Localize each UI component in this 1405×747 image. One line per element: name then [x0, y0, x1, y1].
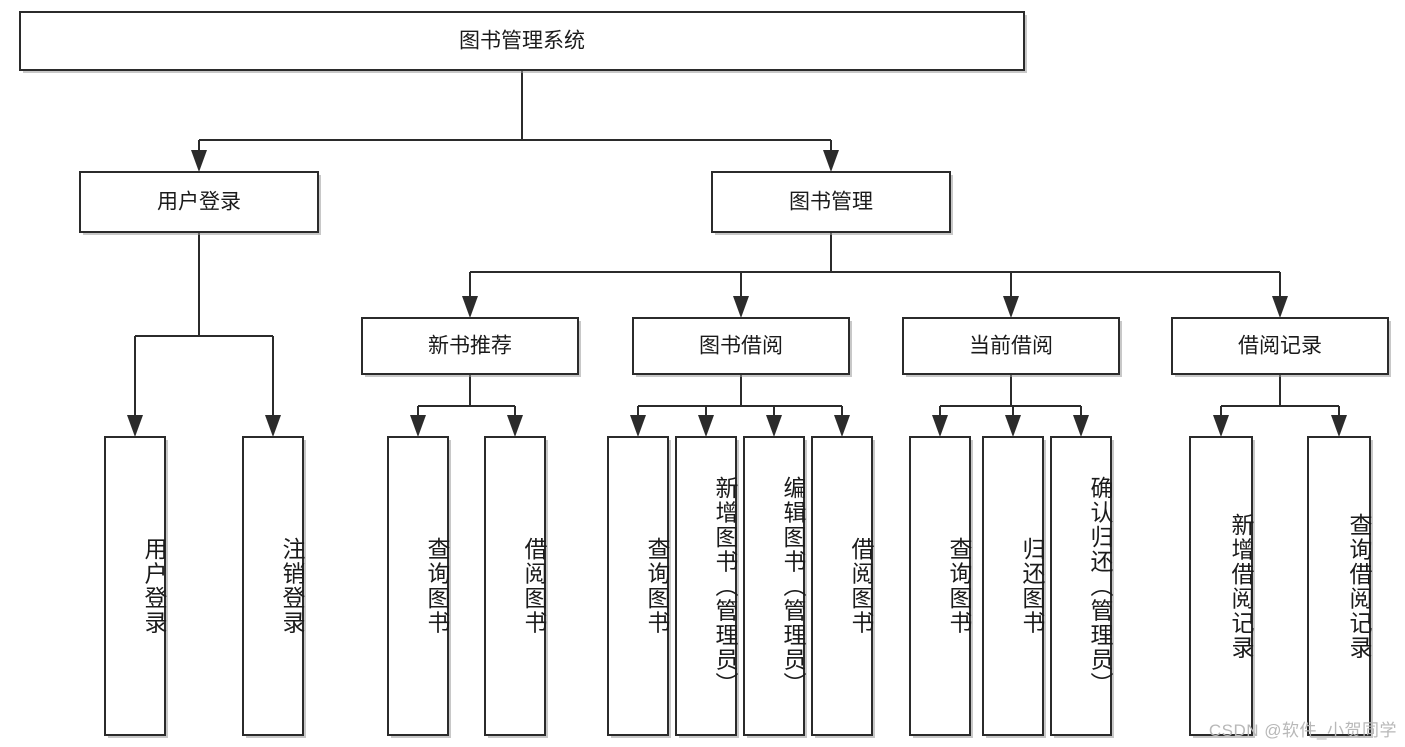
node-rect[interactable]: [908, 435, 972, 737]
node-box-layer: [18, 10, 1391, 738]
arrow-icon-bb-edit-book: [766, 415, 782, 437]
node-rect[interactable]: [241, 435, 305, 737]
arrow-icon-bb-query-book: [630, 415, 646, 437]
node-rect[interactable]: [78, 170, 320, 234]
node-rect[interactable]: [742, 435, 806, 737]
arrow-icon-new-book-recommend: [462, 296, 478, 318]
arrow-icon-br-query-record: [1331, 415, 1347, 437]
node-label-borrow-record: 借阅记录: [1238, 335, 1322, 358]
arrow-icon-user-logout: [265, 415, 281, 437]
node-box-user-login-do[interactable]: [103, 435, 168, 738]
arrow-icon-book-borrow: [733, 296, 749, 318]
arrow-icon-bb-add-book: [698, 415, 714, 437]
node-rect[interactable]: [103, 435, 167, 737]
node-rect[interactable]: [18, 10, 1026, 72]
node-rect[interactable]: [1188, 435, 1254, 737]
node-label-user-login: 用户登录: [157, 191, 241, 214]
node-label-new-book-recommend: 新书推荐: [428, 335, 512, 358]
node-box-cb-confirm-return[interactable]: [1049, 435, 1114, 738]
node-box-user-login[interactable]: [78, 170, 321, 235]
arrow-icon-user-login-do: [127, 415, 143, 437]
node-label-book-manage: 图书管理: [789, 191, 873, 214]
node-rect[interactable]: [606, 435, 670, 737]
node-box-nbr-borrow-book[interactable]: [483, 435, 548, 738]
node-rect[interactable]: [483, 435, 547, 737]
watermark-credit: CSDN @软件_小贺同学: [1208, 721, 1397, 740]
node-rect[interactable]: [810, 435, 874, 737]
node-box-bb-add-book[interactable]: [674, 435, 739, 738]
node-box-bb-borrow-book[interactable]: [810, 435, 875, 738]
node-rect[interactable]: [710, 170, 952, 234]
node-box-bb-edit-book[interactable]: [742, 435, 807, 738]
node-box-book-manage[interactable]: [710, 170, 953, 235]
arrow-icon-borrow-record: [1272, 296, 1288, 318]
node-box-borrow-record[interactable]: [1170, 316, 1391, 377]
connector-layer: [127, 70, 1347, 437]
node-box-nbr-query-book[interactable]: [386, 435, 451, 738]
node-label-current-borrow: 当前借阅: [969, 335, 1053, 358]
node-box-cb-return-book[interactable]: [981, 435, 1046, 738]
node-rect[interactable]: [631, 316, 851, 376]
node-box-cb-query-book[interactable]: [908, 435, 973, 738]
node-box-br-query-record[interactable]: [1306, 435, 1373, 738]
arrow-icon-user-login: [191, 150, 207, 172]
node-rect[interactable]: [386, 435, 450, 737]
arrow-icon-cb-query-book: [932, 415, 948, 437]
node-label-root: 图书管理系统: [459, 30, 585, 53]
node-rect[interactable]: [981, 435, 1045, 737]
arrow-icon-bb-borrow-book: [834, 415, 850, 437]
node-box-root[interactable]: [18, 10, 1027, 73]
node-rect[interactable]: [360, 316, 580, 376]
arrow-icon-nbr-borrow-book: [507, 415, 523, 437]
node-box-bb-query-book[interactable]: [606, 435, 671, 738]
node-box-new-book-recommend[interactable]: [360, 316, 581, 377]
arrow-icon-cb-confirm-return: [1073, 415, 1089, 437]
node-box-current-borrow[interactable]: [901, 316, 1122, 377]
node-rect[interactable]: [1049, 435, 1113, 737]
node-rect[interactable]: [1170, 316, 1390, 376]
node-box-user-logout[interactable]: [241, 435, 306, 738]
arrow-icon-book-manage: [823, 150, 839, 172]
node-rect[interactable]: [1306, 435, 1372, 737]
arrow-icon-nbr-query-book: [410, 415, 426, 437]
node-box-book-borrow[interactable]: [631, 316, 852, 377]
node-rect[interactable]: [674, 435, 738, 737]
node-label-book-borrow: 图书借阅: [699, 335, 783, 358]
node-rect[interactable]: [901, 316, 1121, 376]
arrow-icon-br-add-record: [1213, 415, 1229, 437]
arrow-icon-current-borrow: [1003, 296, 1019, 318]
node-box-br-add-record[interactable]: [1188, 435, 1255, 738]
arrow-icon-cb-return-book: [1005, 415, 1021, 437]
